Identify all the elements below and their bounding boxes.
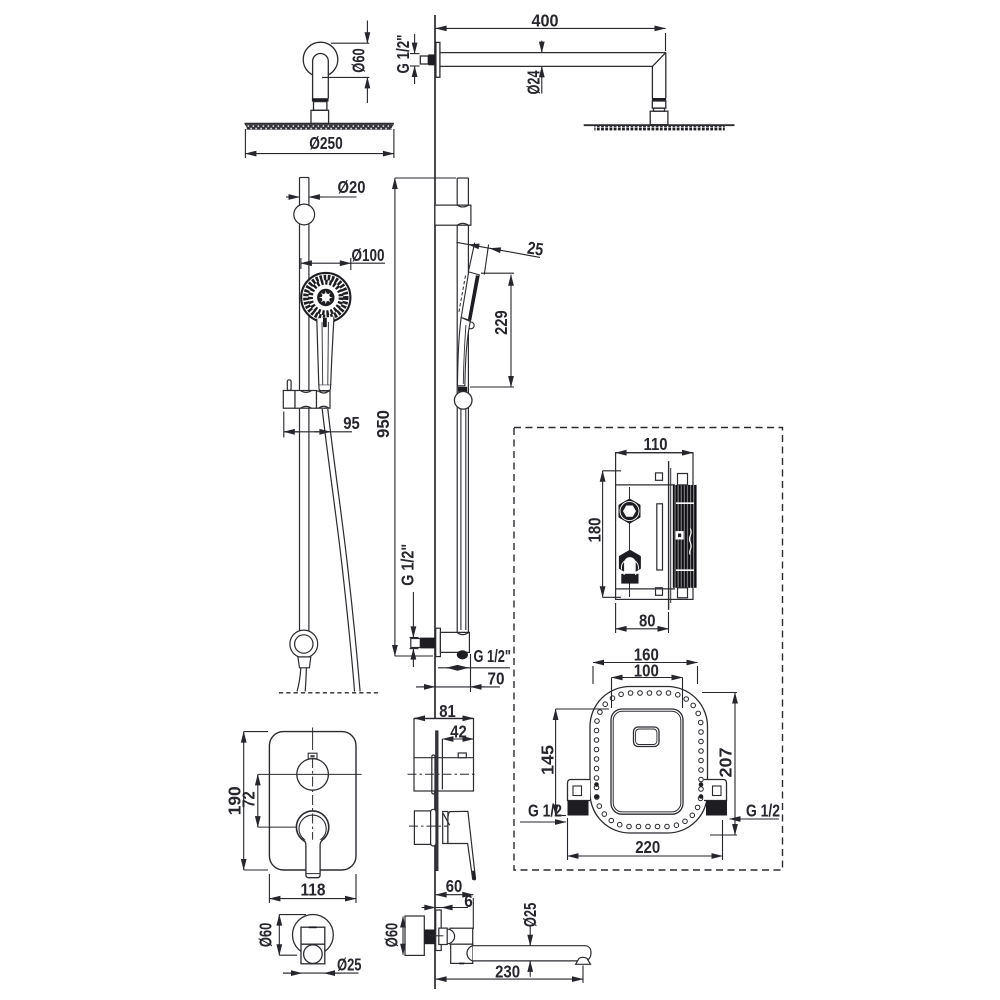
svg-text:81: 81 [439,701,456,721]
svg-text:80: 80 [639,611,656,631]
svg-text:950: 950 [373,410,393,438]
svg-text:100: 100 [634,660,659,680]
svg-text:Ø100: Ø100 [352,245,385,265]
svg-text:Ø250: Ø250 [309,133,343,153]
svg-text:G 1/2": G 1/2" [393,35,413,74]
svg-text:G 1/2": G 1/2" [397,544,417,586]
svg-text:Ø25: Ø25 [337,955,362,975]
svg-text:72: 72 [239,791,259,808]
svg-text:G 1/2: G 1/2 [528,801,562,821]
svg-text:Ø60: Ø60 [349,48,369,73]
svg-text:145: 145 [538,745,558,775]
svg-text:70: 70 [488,669,505,689]
svg-text:118: 118 [301,880,326,900]
svg-text:G 1/2": G 1/2" [474,646,512,666]
svg-text:Ø24: Ø24 [524,70,544,94]
svg-text:42: 42 [450,721,467,741]
svg-text:160: 160 [634,645,659,665]
svg-text:95: 95 [343,413,360,433]
svg-text:Ø25: Ø25 [520,902,540,927]
svg-text:230: 230 [495,961,520,981]
svg-text:207: 207 [716,748,736,778]
svg-text:190: 190 [225,786,245,815]
svg-text:110: 110 [644,434,668,454]
svg-text:220: 220 [635,837,660,857]
svg-text:60: 60 [446,876,463,896]
svg-text:400: 400 [532,10,559,30]
svg-text:229: 229 [491,310,511,335]
svg-text:Ø60: Ø60 [256,922,276,947]
svg-text:180: 180 [585,517,605,542]
svg-text:G 1/2: G 1/2 [746,801,780,821]
svg-text:Ø20: Ø20 [338,177,366,197]
svg-text:6: 6 [464,891,473,911]
svg-text:25: 25 [526,238,545,260]
svg-text:Ø60: Ø60 [382,923,402,948]
